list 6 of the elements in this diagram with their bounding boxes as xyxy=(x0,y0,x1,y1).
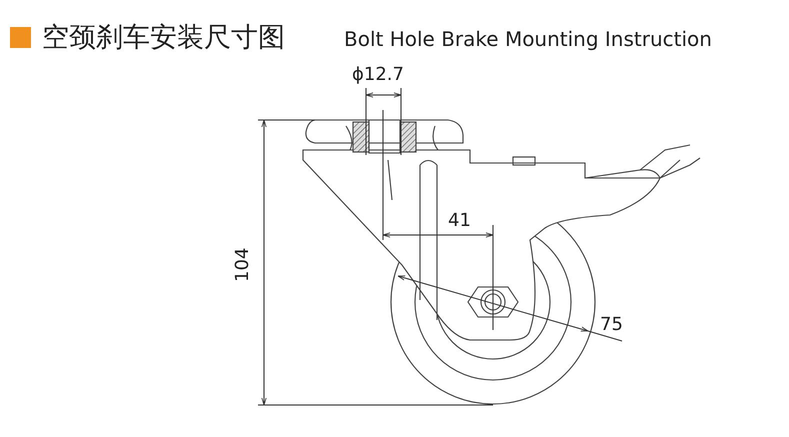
title-text: 空颈刹车安装尺寸图 xyxy=(42,24,285,51)
dimension-label: 75 xyxy=(600,316,623,334)
subtitle-text: Bolt Hole Brake Mounting Instruction xyxy=(344,29,712,49)
dimension-label: 41 xyxy=(448,212,471,230)
dimension-label: 104 xyxy=(234,248,252,282)
dimension-label: ϕ12.7 xyxy=(352,66,404,84)
